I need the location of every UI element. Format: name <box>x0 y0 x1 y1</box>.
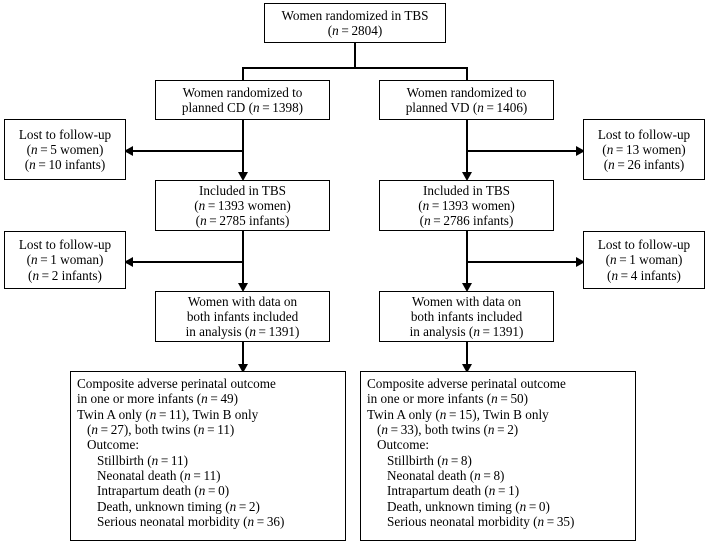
node-line: planned CD (n = 1398) <box>181 100 304 115</box>
node-randomized-planned-vd: Women randomized to planned VD (n = 1406… <box>379 80 554 120</box>
node-lost-to-followup-cd-1: Lost to follow-up (n = 5 women) (n = 10 … <box>4 119 126 180</box>
node-line: Women randomized to <box>406 84 527 100</box>
node-included-in-tbs-vd: Included in TBS (n = 1393 women) (n = 27… <box>379 180 554 231</box>
node-line: Lost to follow-up <box>18 126 112 142</box>
node-women-with-data-both-infants-vd: Women with data on both infants included… <box>379 291 554 342</box>
node-composite-outcome-vd: Composite adverse perinatal outcome in o… <box>360 371 636 541</box>
outcome-line: Outcome: <box>87 437 140 453</box>
node-line: in analysis (n = 1391) <box>185 324 300 340</box>
arrowhead-to-included-cd <box>237 172 248 181</box>
outcome-line: (n = 27), both twins (n = 11) <box>87 421 235 437</box>
node-line: Lost to follow-up <box>18 237 112 253</box>
connector-cd-to-included <box>242 120 244 177</box>
node-composite-outcome-cd: Composite adverse perinatal outcome in o… <box>70 371 346 541</box>
outcome-line: Serious neonatal morbidity (n = 35) <box>387 513 575 529</box>
outcome-line: Intrapartum death (n = 0) <box>97 483 230 499</box>
node-randomized-planned-cd: Women randomized to planned CD (n = 1398… <box>155 80 330 120</box>
node-lost-to-followup-vd-1: Lost to follow-up (n = 13 women) (n = 26… <box>583 119 705 180</box>
node-women-randomized-tbs: Women randomized in TBS (n = 2804) <box>264 3 446 43</box>
outcome-line: Composite adverse perinatal outcome <box>77 376 276 391</box>
node-line: Women with data on <box>187 293 298 309</box>
node-line: Lost to follow-up <box>597 126 691 142</box>
node-line: (n = 2 infants) <box>28 267 102 283</box>
connector-split-horizontal <box>242 67 468 69</box>
node-line: both infants included <box>410 308 523 324</box>
outcome-line: Intrapartum death (n = 1) <box>387 483 520 499</box>
outcome-line: (n = 33), both twins (n = 2) <box>377 421 519 437</box>
arrowhead-to-outcome-vd <box>461 364 472 373</box>
arrowhead-to-outcome-cd <box>237 364 248 373</box>
node-line: both infants included <box>186 308 299 324</box>
connector-analysis-to-outcome-vd <box>466 342 468 370</box>
arrowhead-to-lost-cd-2 <box>124 256 133 267</box>
node-line: (n = 26 infants) <box>603 157 685 173</box>
node-line: (n = 1 woman) <box>26 252 104 268</box>
node-line: (n = 1393 women) <box>418 197 515 213</box>
outcome-line: Serious neonatal morbidity (n = 36) <box>97 513 285 529</box>
connector-split-to-cd <box>242 67 244 84</box>
node-line: (n = 5 women) <box>26 141 104 157</box>
connector-cd-lost1-branch <box>133 150 243 152</box>
outcome-line: Neonatal death (n = 8) <box>387 467 505 483</box>
arrowhead-to-lost-vd-1 <box>576 145 585 156</box>
outcome-line: Outcome: <box>377 437 430 453</box>
node-line: (n = 2785 infants) <box>195 213 290 229</box>
node-line: (n = 1393 women) <box>194 197 291 213</box>
outcome-line: in one or more infants (n = 49) <box>77 391 239 407</box>
outcome-line: Neonatal death (n = 11) <box>97 467 221 483</box>
arrowhead-to-lost-cd-1 <box>124 145 133 156</box>
node-line: Women randomized in TBS <box>281 7 429 23</box>
connector-cd-lost2-branch <box>133 261 243 263</box>
node-line: Included in TBS <box>423 182 510 198</box>
outcome-line: Twin A only (n = 15), Twin B only <box>367 406 549 422</box>
connector-randomized-to-split <box>354 43 356 69</box>
connector-included-to-analysis-vd <box>466 231 468 288</box>
arrowhead-to-lost-vd-2 <box>576 256 585 267</box>
connector-analysis-to-outcome-cd <box>242 342 244 370</box>
node-line: (n = 10 infants) <box>24 157 106 173</box>
node-line: in analysis (n = 1391) <box>409 324 524 340</box>
connector-vd-lost2-branch <box>466 261 576 263</box>
outcome-line: Twin A only (n = 11), Twin B only <box>77 406 259 422</box>
node-line: Women with data on <box>411 293 522 309</box>
node-lost-to-followup-vd-2: Lost to follow-up (n = 1 woman) (n = 4 i… <box>583 231 705 289</box>
outcome-line: Death, unknown timing (n = 2) <box>97 498 260 514</box>
outcome-line: in one or more infants (n = 50) <box>367 391 529 407</box>
arrowhead-to-analysis-cd <box>237 283 248 292</box>
node-women-with-data-both-infants-cd: Women with data on both infants included… <box>155 291 330 342</box>
arrowhead-to-included-vd <box>461 172 472 181</box>
connector-included-to-analysis-cd <box>242 231 244 288</box>
connector-vd-to-included <box>466 120 468 177</box>
node-line: (n = 13 women) <box>602 141 686 157</box>
node-line: (n = 2804) <box>327 23 383 38</box>
node-line: (n = 2786 infants) <box>419 213 514 229</box>
node-line: (n = 4 infants) <box>607 267 681 283</box>
node-line: Lost to follow-up <box>597 237 691 253</box>
node-included-in-tbs-cd: Included in TBS (n = 1393 women) (n = 27… <box>155 180 330 231</box>
connector-split-to-vd <box>466 67 468 84</box>
node-lost-to-followup-cd-2: Lost to follow-up (n = 1 woman) (n = 2 i… <box>4 231 126 289</box>
outcome-line: Composite adverse perinatal outcome <box>367 376 566 391</box>
connector-vd-lost1-branch <box>466 150 576 152</box>
node-line: Included in TBS <box>199 182 286 198</box>
arrowhead-to-analysis-vd <box>461 283 472 292</box>
node-line: Women randomized to <box>182 84 303 100</box>
node-line: (n = 1 woman) <box>605 252 683 268</box>
outcome-line: Stillbirth (n = 8) <box>387 452 472 468</box>
outcome-line: Stillbirth (n = 11) <box>97 452 188 468</box>
node-line: planned VD (n = 1406) <box>405 100 528 115</box>
outcome-line: Death, unknown timing (n = 0) <box>387 498 550 514</box>
